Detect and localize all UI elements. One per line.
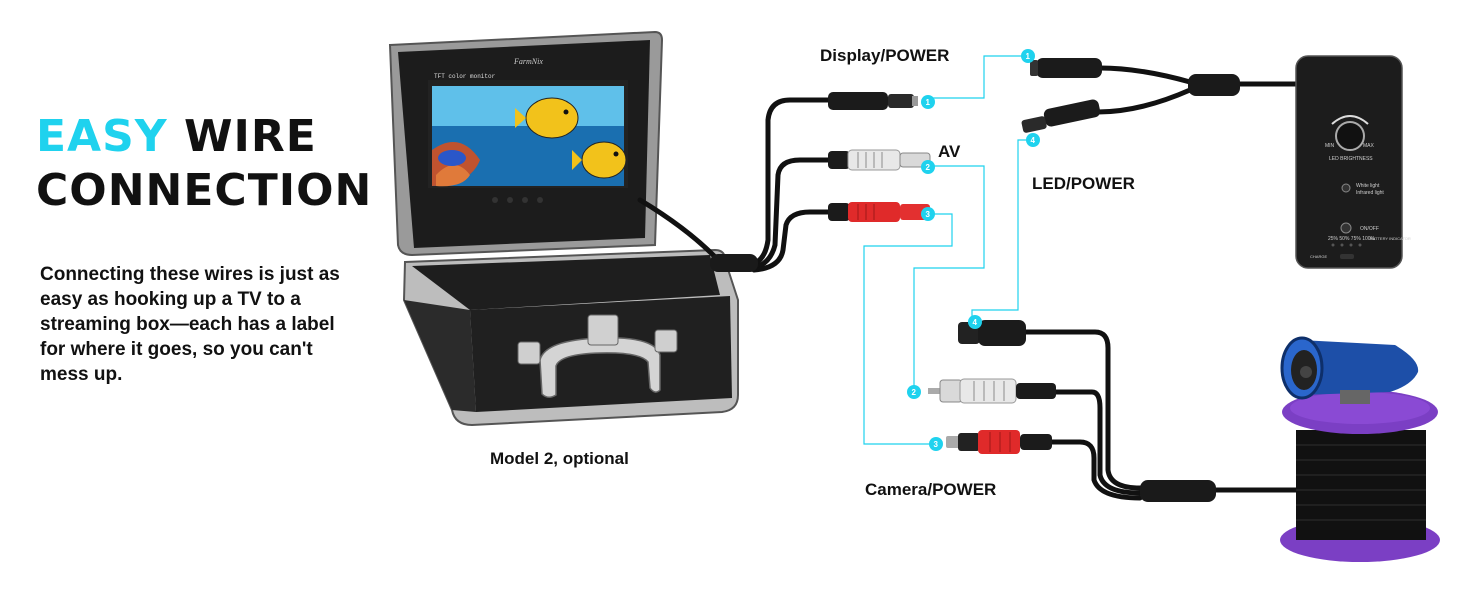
monitor-brand: FarmNix [513, 57, 543, 66]
badge-2-top: 2 [921, 160, 935, 174]
charge-label: CHARGE [1310, 254, 1327, 259]
description-text: Connecting these wires is just as easy a… [40, 264, 340, 385]
infrared-light-label: Infrared light [1356, 190, 1384, 196]
monitor-screen-label: TFT color monitor [434, 73, 496, 80]
battery-levels: 25% 50% 75% 100% [1328, 236, 1376, 242]
control-box-junction [1188, 74, 1240, 96]
led-power-socket [958, 320, 1026, 346]
brightness-knob[interactable] [1335, 121, 1365, 151]
badge-1-top: 1 [921, 95, 935, 109]
badge-4-control: 4 [1026, 133, 1040, 147]
svg-text:4: 4 [973, 318, 978, 327]
svg-text:2: 2 [912, 388, 917, 397]
camera-power-socket-top [828, 202, 930, 222]
camera-spool [1280, 390, 1440, 562]
display-power-plug [828, 92, 918, 110]
badge-2-bottom: 2 [907, 385, 921, 399]
led-power-plug [1021, 99, 1101, 133]
control-box-cables [1095, 65, 1299, 115]
av-white-male-plug [928, 378, 1056, 404]
knob-min-label: MIN [1325, 143, 1335, 149]
badge-3-bottom: 3 [929, 437, 943, 451]
battery-label: BATTERY INDICATOR [1370, 236, 1411, 241]
monitor-case: TFT color monitor FarmNix [388, 30, 739, 427]
label-av: AV [938, 142, 961, 161]
camera-power-plug [946, 430, 1052, 454]
onoff-label: ON/OFF [1360, 226, 1379, 232]
svg-text:1: 1 [1026, 52, 1031, 61]
charge-port[interactable] [1340, 254, 1354, 259]
camera-cables [1022, 329, 1303, 501]
white-light-label: White light [1356, 183, 1380, 189]
power-button[interactable] [1340, 222, 1352, 234]
monitor-cable-junction [710, 254, 758, 272]
knob-max-label: MAX [1363, 143, 1375, 149]
monitor-cables [637, 97, 833, 273]
badge-3-top: 3 [921, 207, 935, 221]
label-camera-power: Camera/POWER [865, 480, 997, 499]
svg-text:3: 3 [926, 210, 931, 219]
heading-word-connection: CONNECTION [36, 165, 373, 216]
camera-cable-junction [1140, 480, 1216, 502]
label-model-caption: Model 2, optional [490, 449, 629, 468]
label-display-power: Display/POWER [820, 46, 950, 65]
control-box: MIN MAX LED BRIGHTNESS White light Infra… [1295, 55, 1411, 269]
svg-text:4: 4 [1031, 136, 1036, 145]
page-heading: EASY WIRE CONNECTION [36, 110, 372, 218]
underwater-camera [1280, 336, 1419, 404]
light-mode-button[interactable] [1341, 183, 1351, 193]
heading-word-wire: WIRE [184, 111, 317, 162]
av-white-plug [828, 149, 931, 171]
badge-4-bottom: 4 [968, 315, 982, 329]
svg-text:3: 3 [934, 440, 939, 449]
heading-accent-word: EASY [36, 111, 168, 162]
leader-lines [863, 55, 1033, 445]
display-power-socket [1030, 58, 1102, 78]
knob-label: LED BRIGHTNESS [1329, 156, 1373, 162]
svg-text:2: 2 [926, 163, 931, 172]
badge-1-control: 1 [1021, 49, 1035, 63]
label-led-power: LED/POWER [1032, 174, 1135, 193]
svg-text:1: 1 [926, 98, 931, 107]
